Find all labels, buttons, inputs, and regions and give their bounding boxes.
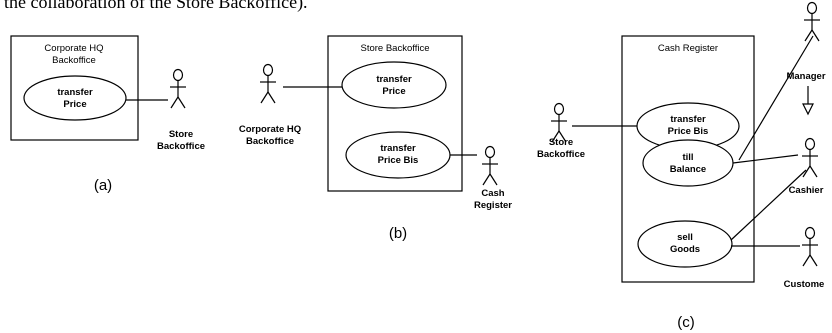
actor-label: Cashier xyxy=(789,185,824,196)
use-case-label-line1: transfer xyxy=(380,143,416,154)
actor-label-line2: Backoffice xyxy=(246,136,294,147)
actor-label-line2: Register xyxy=(474,200,512,211)
use-case-till-balance xyxy=(642,139,734,187)
actor-label-line1: Store xyxy=(549,137,573,148)
header-text: the collaboration of the Store Backoffic… xyxy=(4,0,308,13)
use-case-sell-goods xyxy=(637,220,733,268)
actor-icon-manager xyxy=(803,1,821,42)
use-case-label-line1: transfer xyxy=(57,87,93,98)
use-case-label-line2: Price Bis xyxy=(668,126,709,137)
association-line xyxy=(730,169,807,241)
use-case-label-line2: Balance xyxy=(670,164,706,175)
caption-b: (b) xyxy=(389,225,407,242)
system-label-line2: Backoffice xyxy=(52,55,96,66)
actor-icon-store-backoffice xyxy=(169,68,187,109)
use-case-transfer-price xyxy=(23,75,127,121)
use-case-label-line2: Price xyxy=(382,86,405,97)
actor-icon-customer xyxy=(801,226,819,267)
actor-icon-corporate-hq xyxy=(259,63,277,104)
caption-a: (a) xyxy=(94,177,112,194)
actor-label-line2: Backoffice xyxy=(157,141,205,152)
system-label-line1: Corporate HQ xyxy=(44,43,103,54)
use-case-label-line2: Price Bis xyxy=(378,155,419,166)
use-case-label-line2: Goods xyxy=(670,244,700,255)
association-line xyxy=(732,154,799,164)
use-case-label-line1: transfer xyxy=(376,74,412,85)
use-case-label-line1: sell xyxy=(677,232,693,243)
use-case-transfer-price xyxy=(341,61,447,109)
actor-label-line2: Backoffice xyxy=(537,149,585,160)
generalization-arrowhead xyxy=(802,103,814,116)
use-case-label-line1: till xyxy=(682,152,693,163)
actor-label-line1: Cash xyxy=(481,188,504,199)
caption-c: (c) xyxy=(677,314,695,331)
actor-label-line1: Corporate HQ xyxy=(239,124,301,135)
system-label: Store Backoffice xyxy=(360,43,429,54)
actor-label: Manager xyxy=(786,71,825,82)
association-line xyxy=(738,35,814,161)
use-case-label-line2: Price xyxy=(63,99,86,110)
actor-icon-cash-register xyxy=(481,145,499,186)
system-label: Cash Register xyxy=(658,43,718,54)
actor-label-line1: Store xyxy=(169,129,193,140)
actor-label: Custome xyxy=(784,279,825,290)
use-case-label-line1: transfer xyxy=(670,114,706,125)
